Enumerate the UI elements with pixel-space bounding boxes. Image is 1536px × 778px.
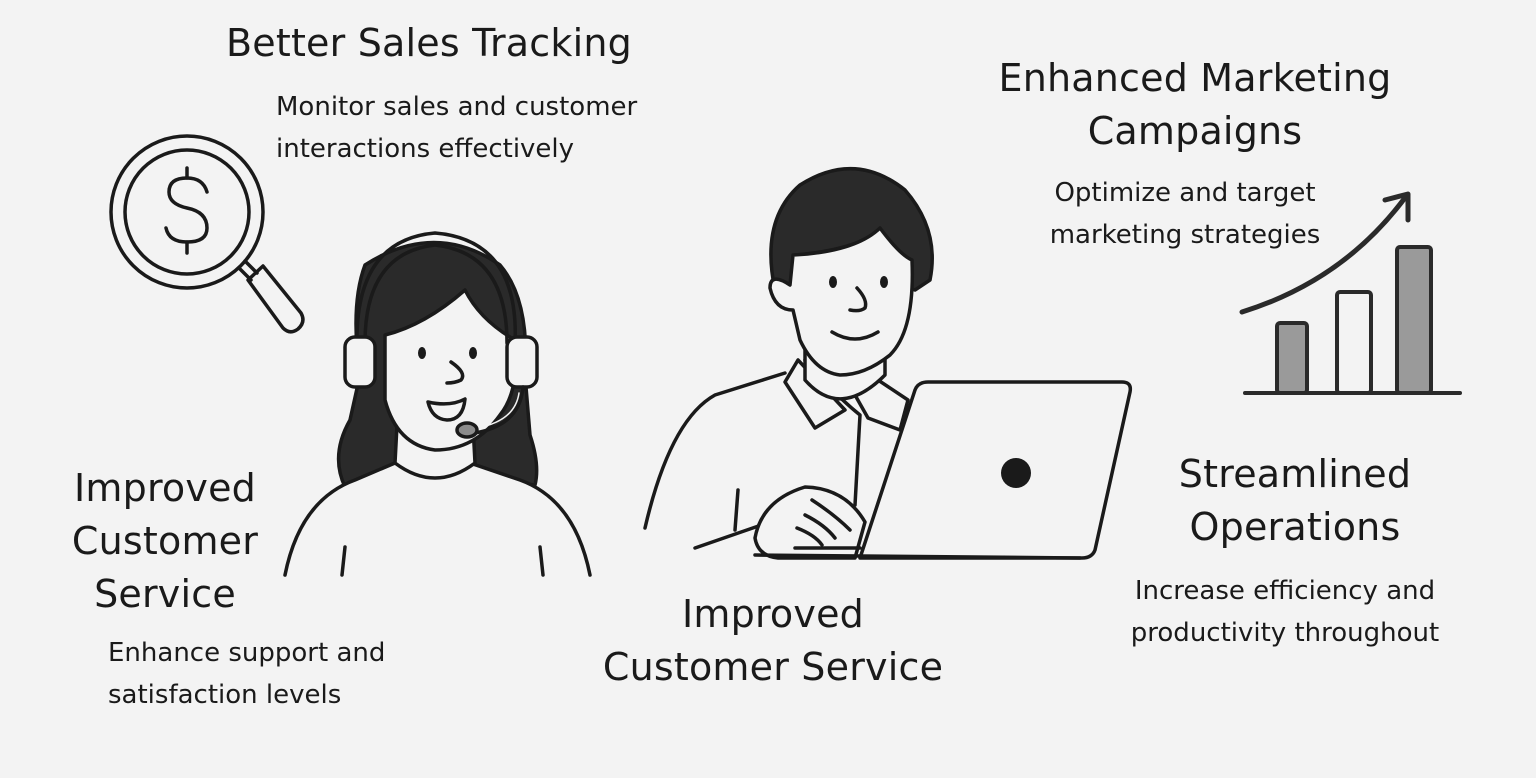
magnifying-glass-dollar-icon bbox=[109, 134, 305, 334]
customer-service-left-title-line-1: Improved bbox=[74, 466, 256, 510]
rising-bar-chart-icon bbox=[1239, 191, 1462, 395]
operations-description: Increase efficiency and productivity thr… bbox=[1090, 570, 1480, 654]
man-with-laptop-illustration bbox=[643, 167, 1133, 560]
marketing-description: Optimize and target marketing strategies bbox=[1020, 172, 1350, 256]
support-agent-headset-illustration bbox=[283, 231, 592, 577]
sales-tracking-desc-line-1: Monitor sales and customer bbox=[276, 92, 638, 122]
customer-service-center-title-line-1: Improved bbox=[682, 592, 864, 636]
customer-service-left-desc-line-1: Enhance support and bbox=[108, 638, 386, 668]
marketing-desc-line-2: marketing strategies bbox=[1049, 220, 1321, 250]
customer-service-left-desc-line-2: satisfaction levels bbox=[108, 680, 342, 710]
customer-service-left-description: Enhance support and satisfaction levels bbox=[108, 632, 385, 716]
marketing-title-line-2: Campaigns bbox=[1087, 109, 1303, 153]
customer-service-center-title: Improved Customer Service bbox=[573, 588, 973, 694]
customer-service-center-title-line-2: Customer Service bbox=[602, 645, 944, 689]
customer-service-left-title-line-3: Service bbox=[94, 572, 236, 616]
operations-desc-line-1: Increase efficiency and bbox=[1134, 576, 1436, 606]
customer-service-left-title: Improved Customer Service bbox=[55, 462, 275, 621]
operations-title-line-2: Operations bbox=[1189, 505, 1401, 549]
operations-desc-line-2: productivity throughout bbox=[1130, 618, 1440, 648]
marketing-desc-line-1: Optimize and target bbox=[1054, 178, 1316, 208]
customer-service-left-title-line-2: Customer bbox=[71, 519, 259, 563]
operations-title-line-1: Streamlined bbox=[1178, 452, 1412, 496]
marketing-title-line-1: Enhanced Marketing bbox=[998, 56, 1392, 100]
sales-tracking-title: Better Sales Tracking bbox=[226, 21, 632, 65]
sales-tracking-description: Monitor sales and customer interactions … bbox=[276, 86, 637, 170]
operations-title: Streamlined Operations bbox=[1140, 448, 1450, 554]
sales-tracking-desc-line-2: interactions effectively bbox=[276, 134, 575, 164]
marketing-title: Enhanced Marketing Campaigns bbox=[975, 52, 1415, 158]
